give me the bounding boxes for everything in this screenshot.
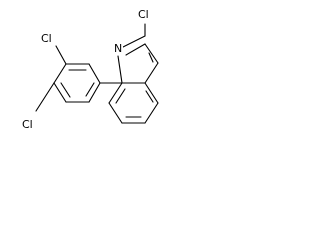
atom-label-cl-left: Cl: [41, 32, 52, 45]
bond-ph6-ph1-double: [85, 82, 95, 97]
atom-labels: Cl N Cl Cl: [21, 7, 153, 131]
molecule-diagram: Cl N Cl Cl: [21, 7, 159, 131]
atom-label-n: N: [114, 42, 122, 55]
atom-label-cl-bottom: Cl: [22, 118, 33, 131]
bond-ph6-ph1: [88, 82, 101, 103]
bonds: [35, 23, 159, 124]
bond-c5-c6: [144, 102, 159, 124]
bond-ph3-ph4: [53, 63, 67, 84]
bond-c4a-c5-double: [145, 90, 154, 103]
structure-canvas: Cl N Cl Cl: [0, 0, 198, 148]
bond-ph4-ph5: [53, 82, 67, 103]
bond-c1-n2: [117, 55, 123, 84]
bond-c8-c8a-double: [115, 88, 126, 104]
bond-c4-c4a: [144, 62, 159, 84]
bond-c7-c8: [108, 102, 123, 124]
bond-c3-c4: [144, 43, 159, 64]
bond-c8-c8a: [108, 82, 123, 104]
bond-ph4-cl: [35, 82, 55, 112]
bond-n2-c3: [125, 43, 146, 56]
atom-label-cl-top: Cl: [138, 8, 149, 21]
bond-ph1-ph2: [88, 63, 101, 84]
bond-ph4-ph5-double: [60, 82, 71, 98]
bond-ph3-cl: [55, 45, 67, 65]
bond-c3-c4-double: [148, 52, 154, 63]
bond-c4a-c5: [144, 82, 159, 104]
bond-n2-c3-double: [120, 35, 146, 49]
